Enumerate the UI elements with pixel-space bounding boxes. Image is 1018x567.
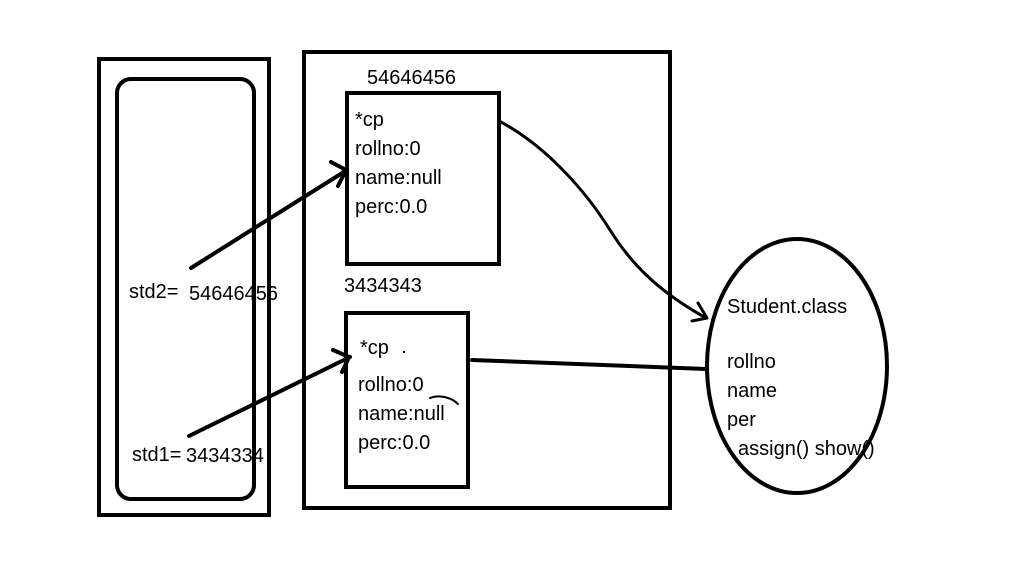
std2-arrowhead	[329, 160, 348, 188]
std2-value: 54646456	[189, 283, 278, 305]
std1-label: std1=	[132, 444, 182, 466]
heap-object-1-box	[345, 91, 501, 266]
class-member-rollno: rollno	[727, 351, 776, 373]
object-1-field-cp: *cp	[355, 109, 384, 131]
class-member-methods: assign() show()	[738, 438, 875, 460]
object-2-field-name: name:null	[358, 403, 445, 425]
std1-arrowhead	[331, 348, 351, 374]
pen-mark	[429, 395, 459, 405]
heap-box	[302, 50, 672, 510]
object2-class-pointer	[470, 358, 708, 371]
object-1-address: 54646456	[367, 67, 456, 89]
class-title: Student.class	[727, 296, 848, 318]
stack-outer-box	[97, 57, 271, 517]
object1-class-pointer	[497, 119, 708, 320]
class-member-name: name	[727, 380, 778, 402]
object-1-field-perc: perc:0.0	[355, 196, 428, 218]
object-2-field-perc: perc:0.0	[358, 432, 431, 454]
stack-inner-box	[115, 77, 256, 501]
object-2-field-rollno: rollno:0	[358, 374, 424, 396]
pen-dot	[402, 350, 406, 354]
std2-reference-arrow	[189, 168, 349, 270]
object-1-field-name: name:null	[355, 167, 442, 189]
class-member-per: per	[727, 409, 756, 431]
heap-object-2-box	[344, 311, 470, 489]
object-2-address: 3434343	[344, 275, 422, 297]
class-area-ellipse	[705, 237, 889, 495]
std1-reference-arrow	[187, 355, 352, 438]
std2-label: std2=	[129, 281, 179, 303]
object1-class-arrowhead	[690, 301, 709, 323]
std1-value: 3434334	[186, 445, 264, 467]
object-2-field-cp: *cp	[360, 337, 389, 359]
object-1-field-rollno: rollno:0	[355, 138, 421, 160]
